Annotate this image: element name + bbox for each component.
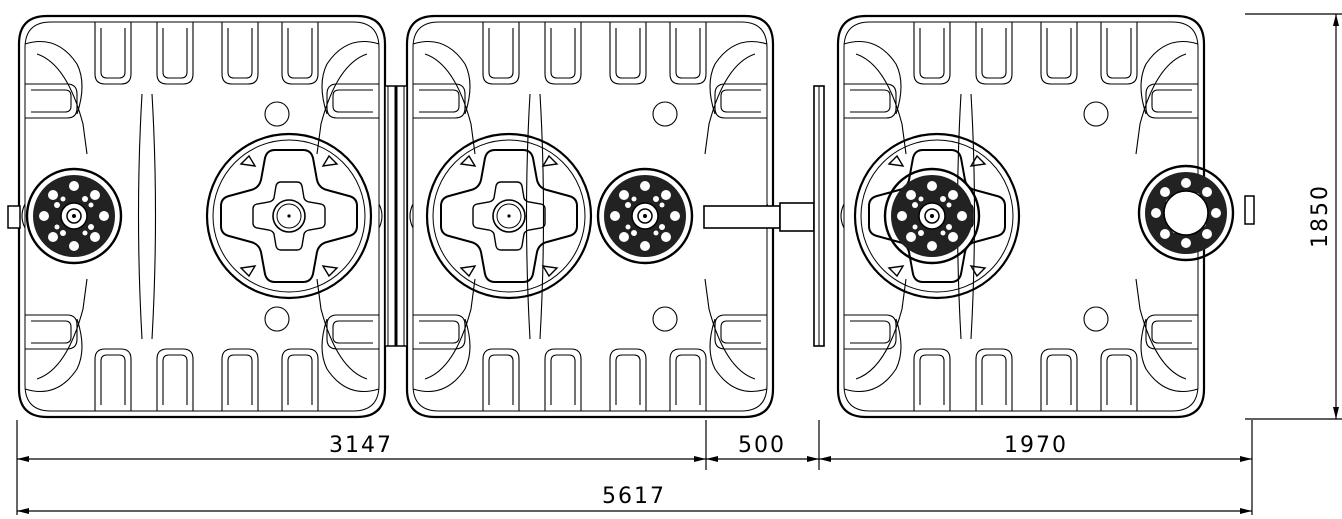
lid-tank-1 [205,132,373,300]
filter-disc-3 [883,167,981,265]
lid-tank-2 [425,132,593,300]
dim-label-single-length: 1970 [1004,433,1068,458]
dim-label-pair-length: 3147 [329,433,393,458]
dim-label-total-length: 5617 [602,484,666,509]
dim-label-height: 1850 [1308,184,1333,248]
filter-disc-2 [596,167,694,265]
inlet-stub [7,205,21,229]
filter-disc-1 [25,167,123,265]
coupling-joint [384,85,408,347]
dim-label-gap: 500 [738,433,786,458]
pipe-connector [703,85,825,347]
dimension-arrows [17,14,1339,514]
dimension-lines [16,13,1342,515]
outlet-stub [1244,195,1255,225]
filter-disc-4 [1137,164,1235,262]
